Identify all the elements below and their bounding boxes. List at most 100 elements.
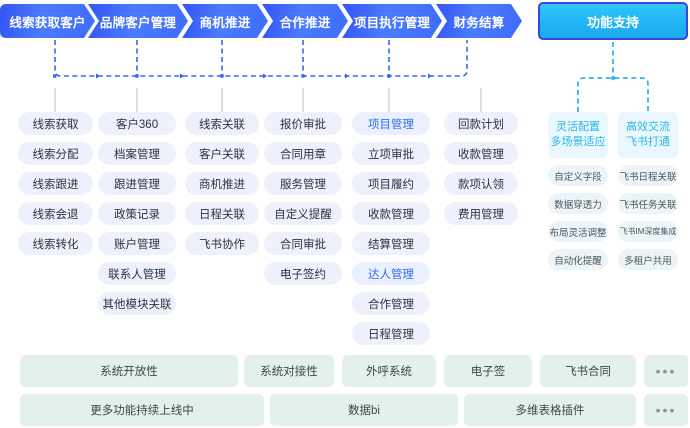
support-pill-label: 飞书IM深度集成 <box>619 227 677 236</box>
support-pill[interactable]: 数据穿透力 <box>548 193 608 214</box>
feature-pill-label: 合同审批 <box>280 238 326 251</box>
bottom-box-label: 数据bi <box>348 405 380 417</box>
bottom-box[interactable]: 电子签 <box>444 355 532 387</box>
support-button[interactable]: 功能支持 <box>538 2 688 40</box>
feature-pill-label: 客户关联 <box>199 148 245 161</box>
feature-pill[interactable]: 款项认领 <box>444 172 518 195</box>
feature-pill[interactable]: 线索会退 <box>18 202 93 225</box>
feature-pill[interactable]: 结算管理 <box>352 232 430 255</box>
support-group-header[interactable]: 灵活配置多场景适应 <box>548 112 608 158</box>
bottom-box-label: 电子签 <box>470 366 506 378</box>
feature-pill[interactable]: 项目履约 <box>352 172 430 195</box>
feature-pill-label: 其他模块关联 <box>102 298 172 311</box>
flow-step-5[interactable]: 项目执行管理 <box>342 4 442 38</box>
feature-pill[interactable]: 收款管理 <box>444 142 518 165</box>
bottom-more-button[interactable]: ••• <box>644 355 688 387</box>
flow-step-4[interactable]: 合作推进 <box>262 4 348 38</box>
feature-pill-label: 报价审批 <box>280 118 326 131</box>
flow-step-label: 财务结算 <box>453 15 505 30</box>
flow-step-1[interactable]: 线索获取客户 <box>0 4 95 38</box>
feature-pill[interactable]: 线索关联 <box>185 112 259 135</box>
support-pill[interactable]: 多租户共用 <box>618 249 678 270</box>
feature-pill[interactable]: 收款管理 <box>352 202 430 225</box>
support-pill[interactable]: 自定义字段 <box>548 165 608 186</box>
feature-pill[interactable]: 客户关联 <box>185 142 259 165</box>
feature-pill[interactable]: 合作管理 <box>352 292 430 315</box>
feature-pill[interactable]: 其他模块关联 <box>98 292 176 315</box>
feature-pill[interactable]: 线索跟进 <box>18 172 93 195</box>
support-pill[interactable]: 自动化提醒 <box>548 249 608 270</box>
feature-pill[interactable]: 档案管理 <box>98 142 176 165</box>
feature-pill-label: 线索转化 <box>32 238 79 251</box>
bottom-box[interactable]: 数据bi <box>270 394 458 426</box>
support-group-header-line: 灵活配置 <box>556 121 600 133</box>
feature-pill-label: 项目履约 <box>368 178 414 191</box>
bottom-box[interactable]: 外呼系统 <box>342 355 436 387</box>
feature-pill[interactable]: 费用管理 <box>444 202 518 225</box>
flow-step-label: 合作推进 <box>279 15 331 30</box>
feature-column-3: 线索关联客户关联商机推进日程关联飞书协作 <box>185 112 259 262</box>
feature-pill[interactable]: 线索分配 <box>18 142 93 165</box>
bottom-box-label: ••• <box>655 363 677 379</box>
feature-pill[interactable]: 电子签约 <box>264 262 342 285</box>
feature-pill-label: 收款管理 <box>458 148 504 161</box>
flow-step-2[interactable]: 品牌客户管理 <box>88 4 188 38</box>
feature-pill-label: 日程管理 <box>368 328 414 341</box>
feature-pill[interactable]: 日程管理 <box>352 322 430 345</box>
support-group-1: 灵活配置多场景适应自定义字段数据穿透力布局灵活调整自动化提醒 <box>548 112 608 270</box>
feature-column-6: 回款计划收款管理款项认领费用管理 <box>444 112 518 232</box>
support-pill[interactable]: 飞书任务关联 <box>618 193 678 214</box>
support-pill-label: 多租户共用 <box>624 255 672 267</box>
support-pill[interactable]: 飞书IM深度集成 <box>618 221 678 242</box>
bottom-box[interactable]: 飞书合同 <box>540 355 636 387</box>
bottom-box[interactable]: 多维表格插件 <box>464 394 636 426</box>
bottom-box[interactable]: 更多功能持续上线中 <box>20 394 264 426</box>
feature-pill-label: 款项认领 <box>458 178 504 191</box>
feature-pill[interactable]: 达人管理 <box>352 262 430 285</box>
flow-step-6[interactable]: 财务结算 <box>436 4 522 38</box>
feature-pill[interactable]: 合同审批 <box>264 232 342 255</box>
support-group-header-line: 高效交流 <box>626 121 670 133</box>
feature-pill-label: 费用管理 <box>458 208 504 221</box>
feature-pill[interactable]: 商机推进 <box>185 172 259 195</box>
feature-pill[interactable]: 项目管理 <box>352 112 430 135</box>
support-pill[interactable]: 飞书日程关联 <box>618 165 678 186</box>
feature-pill[interactable]: 跟进管理 <box>98 172 176 195</box>
feature-column-4: 报价审批合同用章服务管理自定义提醒合同审批电子签约 <box>264 112 342 292</box>
support-group-header[interactable]: 高效交流飞书打通 <box>618 112 678 158</box>
feature-pill[interactable]: 报价审批 <box>264 112 342 135</box>
feature-column-1: 线索获取线索分配线索跟进线索会退线索转化 <box>18 112 93 262</box>
feature-pill[interactable]: 服务管理 <box>264 172 342 195</box>
feature-pill[interactable]: 立项审批 <box>352 142 430 165</box>
feature-pill[interactable]: 客户360 <box>98 112 176 135</box>
support-pill-label: 布局灵活调整 <box>549 227 607 239</box>
support-pill[interactable]: 布局灵活调整 <box>548 221 608 242</box>
feature-pill[interactable]: 政策记录 <box>98 202 176 225</box>
feature-pill-label: 达人管理 <box>368 268 414 281</box>
feature-pill[interactable]: 账户管理 <box>98 232 176 255</box>
support-pill-label: 自动化提醒 <box>554 255 602 267</box>
bottom-box-label: 多维表格插件 <box>515 405 585 417</box>
feature-pill-label: 档案管理 <box>114 148 160 161</box>
feature-pill-label: 飞书协作 <box>199 238 245 251</box>
bottom-box[interactable]: 系统对接性 <box>244 355 334 387</box>
flow-step-3[interactable]: 商机推进 <box>182 4 268 38</box>
support-button-label: 功能支持 <box>586 14 639 30</box>
feature-pill[interactable]: 联系人管理 <box>98 262 176 285</box>
bottom-box[interactable]: 系统开放性 <box>20 355 238 387</box>
feature-pill-label: 政策记录 <box>114 208 160 221</box>
bottom-box-label: 外呼系统 <box>366 366 412 378</box>
feature-pill[interactable]: 自定义提醒 <box>264 202 342 225</box>
feature-pill[interactable]: 回款计划 <box>444 112 518 135</box>
feature-pill[interactable]: 合同用章 <box>264 142 342 165</box>
support-pill-label: 自定义字段 <box>554 171 602 183</box>
feature-pill[interactable]: 日程关联 <box>185 202 259 225</box>
feature-pill[interactable]: 线索获取 <box>18 112 93 135</box>
feature-pill-label: 日程关联 <box>199 208 245 221</box>
feature-pill[interactable]: 线索转化 <box>18 232 93 255</box>
feature-pill[interactable]: 飞书协作 <box>185 232 259 255</box>
feature-column-5: 项目管理立项审批项目履约收款管理结算管理达人管理合作管理日程管理 <box>352 112 430 352</box>
bottom-more-button[interactable]: ••• <box>644 394 688 426</box>
feature-pill-label: 服务管理 <box>280 178 326 191</box>
